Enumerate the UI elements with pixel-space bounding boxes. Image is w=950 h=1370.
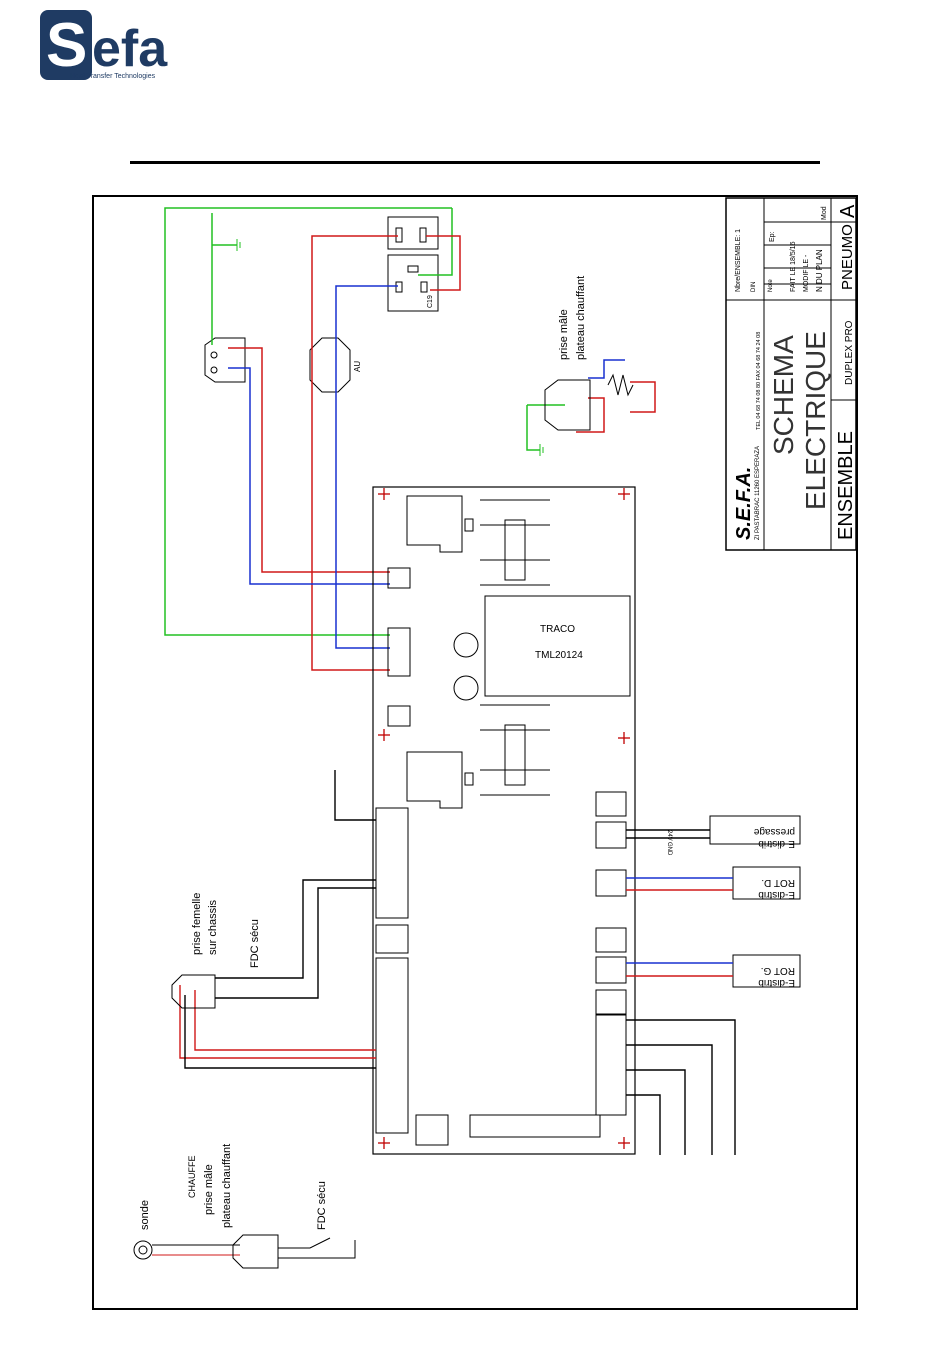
drawing-frame bbox=[92, 195, 858, 1310]
sonde-label: sonde bbox=[139, 1200, 151, 1230]
top-left-connector bbox=[204, 337, 246, 383]
psu-brand: TRACO bbox=[540, 624, 575, 635]
phase-wiring bbox=[228, 235, 656, 671]
title-schema: SCHEMA bbox=[768, 335, 799, 455]
chauffe-label: CHAUFFE bbox=[187, 1156, 197, 1199]
heater-resistor: prise mâle plateau chauffant bbox=[544, 276, 634, 431]
logo-s: S bbox=[46, 11, 87, 80]
logo-badge bbox=[40, 10, 92, 80]
pneumo-label: PNEUMO bbox=[839, 224, 856, 290]
title-ensemble: ENSEMBLE bbox=[835, 431, 857, 540]
left-wiring bbox=[179, 770, 376, 1069]
heatsink-1 bbox=[480, 499, 550, 586]
revision: A bbox=[837, 204, 859, 218]
au-label: AU bbox=[353, 361, 362, 372]
edistrib-3-label: E-distrib bbox=[758, 977, 795, 988]
title-electrique: ELECTRIQUE bbox=[800, 331, 831, 510]
mounting-holes bbox=[378, 488, 630, 1149]
mod-label: Mod bbox=[821, 206, 828, 220]
male-plug-bot-label1: prise mâle bbox=[203, 1164, 215, 1215]
header-rule bbox=[130, 161, 820, 164]
female-socket: prise femelle sur chassis FDC sécu bbox=[171, 893, 261, 1009]
controller-board: TRACO TML20124 bbox=[372, 486, 636, 1155]
earth-wiring bbox=[164, 207, 565, 636]
edistrib-pressage: E-distrib pressage bbox=[709, 815, 801, 849]
gnd-label: GND bbox=[666, 842, 672, 856]
neutral-wiring bbox=[228, 285, 625, 649]
edistrib-rot-g: E-distrib ROT G. bbox=[732, 954, 801, 988]
edistrib-1-sub: pressage bbox=[753, 826, 795, 837]
right-wiring bbox=[626, 829, 736, 1155]
female-socket-label2: sur chassis bbox=[207, 899, 219, 955]
drawing-number: Nbre/ENSEMBLE: 1 bbox=[735, 229, 742, 292]
female-socket-label1: prise femelle bbox=[191, 893, 203, 955]
psu-model: TML20124 bbox=[535, 650, 583, 661]
emergency-stop: AU bbox=[309, 337, 362, 393]
modif-date: MODIF LE - bbox=[803, 254, 810, 292]
c19-label: C19 bbox=[427, 295, 434, 308]
company-address: ZI PASTABRAC 11260 ESPERAZA bbox=[755, 446, 761, 540]
bottom-heater-plug: sonde CHAUFFE prise mâle plateau chauffa… bbox=[133, 1144, 356, 1269]
edistrib-3-sub: ROT G. bbox=[761, 965, 795, 976]
edistrib-rot-d: E-distrib ROT D. bbox=[732, 866, 801, 900]
din-label: DIN bbox=[751, 282, 757, 292]
edistrib-1-label: E-distrib bbox=[758, 838, 795, 849]
edistrib-2-label: E-distrib bbox=[758, 889, 795, 900]
sefa-logo: S efa Heat Transfer Technologies bbox=[40, 10, 168, 80]
logo-tagline: Heat Transfer Technologies bbox=[70, 73, 156, 80]
heatsink-2 bbox=[480, 704, 550, 796]
product-name: DUPLEX PRO bbox=[844, 320, 855, 385]
logo-text: efa bbox=[92, 20, 168, 78]
male-plug-bot-label2: plateau chauffant bbox=[221, 1144, 233, 1228]
note-label: Note bbox=[768, 279, 774, 292]
ep-label: Ep: bbox=[769, 231, 776, 242]
fdc-secu-2-label: FDC sécu bbox=[316, 1181, 328, 1230]
power-inlet: C19 bbox=[387, 216, 439, 312]
male-plug-top-label2: plateau chauffant bbox=[575, 276, 587, 360]
title-block: S.E.F.A. ZI PASTABRAC 11260 ESPERAZA TEL… bbox=[725, 197, 859, 551]
v24-label: 24V bbox=[666, 830, 672, 841]
company-phone: TEL 04 68 74 08 80 FAX 04 68 74 24 08 bbox=[756, 332, 762, 430]
fdc-secu-label: FDC sécu bbox=[249, 919, 261, 968]
male-plug-top-label1: prise mâle bbox=[558, 309, 570, 360]
ground-symbol bbox=[236, 239, 544, 456]
plan-number: N DU PLAN bbox=[815, 249, 824, 292]
edistrib-2-sub: ROT D. bbox=[761, 877, 795, 888]
made-on: FAIT LE 18/5/16 bbox=[790, 241, 797, 292]
company-name: S.E.F.A. bbox=[733, 467, 755, 540]
